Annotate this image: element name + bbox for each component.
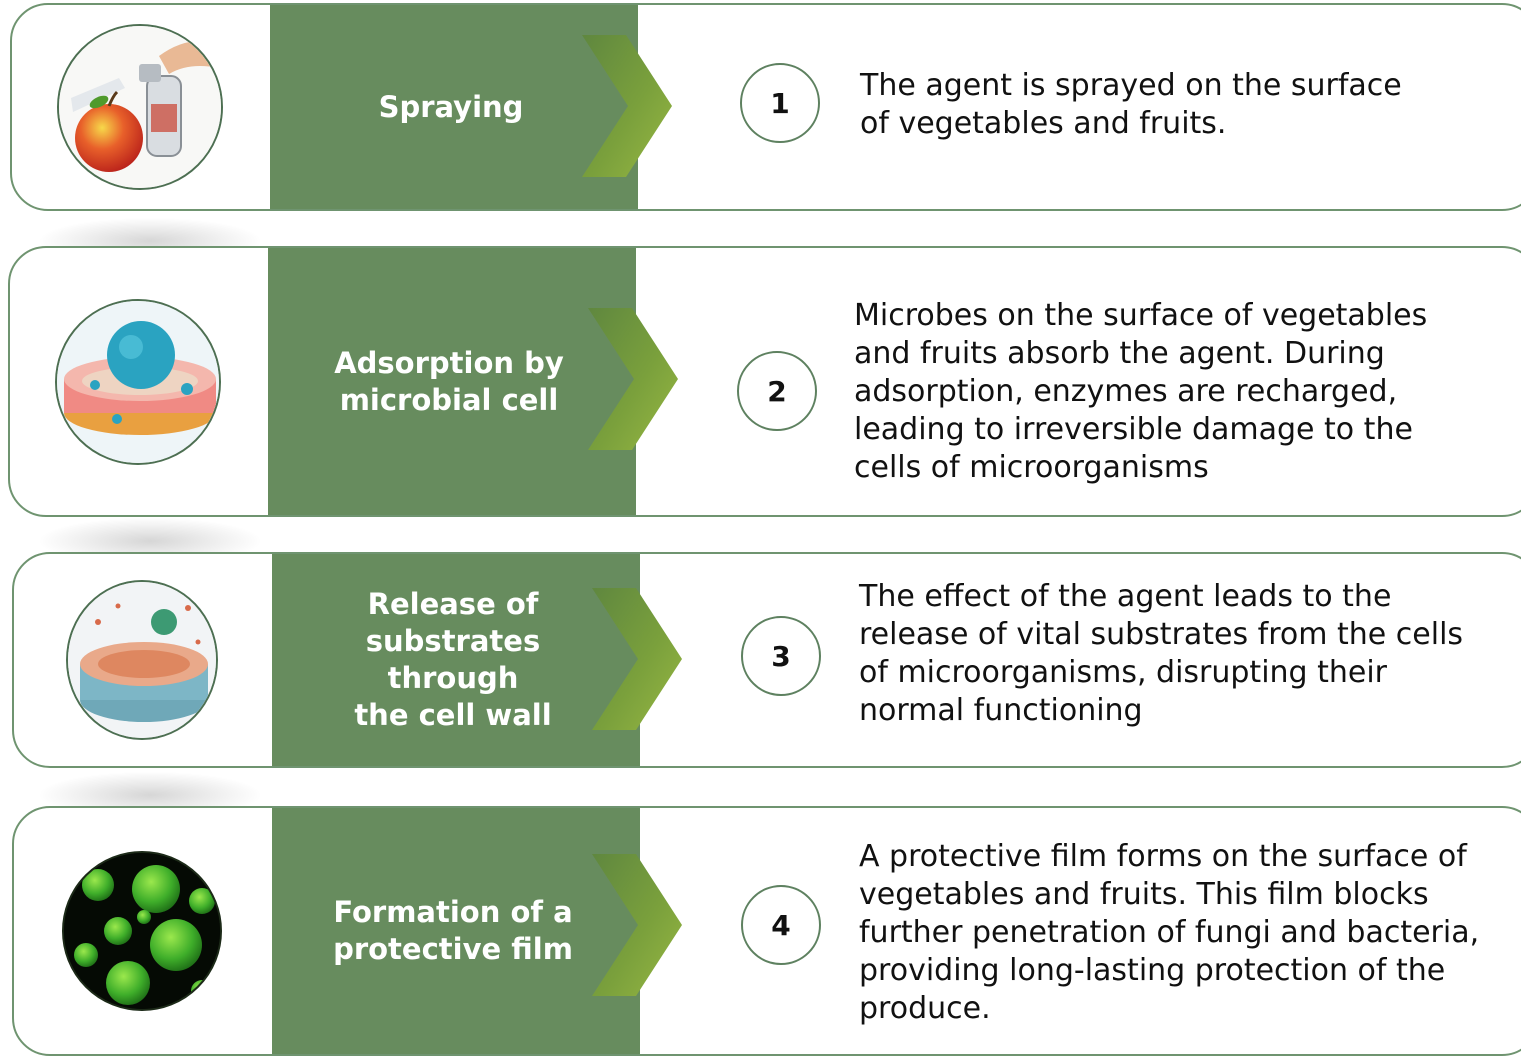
step-2-title: Adsorption by microbial cell (334, 345, 564, 417)
cell-wall-release-icon (66, 580, 218, 740)
chevron-arrow-icon (588, 308, 678, 450)
step-3-title: Release of substrates through the cell w… (354, 587, 552, 732)
step-1-title-band: Spraying (270, 5, 638, 209)
step-2-icon-area (10, 248, 266, 515)
chevron-arrow-icon (582, 35, 672, 177)
spray-apple-icon (57, 24, 223, 190)
step-4-card: Formation of a protective film 4 A prote… (12, 806, 1521, 1056)
step-3-description: The effect of the agent leads to the rel… (859, 579, 1464, 728)
step-4-description: A protective film forms on the surface o… (859, 839, 1480, 1026)
step-4-title: Formation of a protective film (333, 895, 573, 966)
chevron-arrow-icon (592, 588, 682, 730)
step-1-card: Spraying 1 The agent is sprayed on the s… (10, 3, 1521, 211)
step-2-card: Adsorption by microbial cell 2 Microbes … (8, 246, 1521, 517)
step-4-icon-area (14, 808, 270, 1054)
step-3-icon-area (14, 554, 270, 766)
step-2-title-band: Adsorption by microbial cell (268, 248, 636, 515)
step-3-title-band: Release of substrates through the cell w… (272, 554, 640, 766)
step-2-number: 2 (737, 351, 817, 431)
step-1-description: The agent is sprayed on the surface of v… (860, 68, 1402, 141)
step-3-card: Release of substrates through the cell w… (12, 552, 1521, 768)
step-3-number: 3 (741, 616, 821, 696)
step-4-title-band: Formation of a protective film (272, 808, 640, 1054)
chevron-arrow-icon (592, 854, 682, 996)
step-1-number: 1 (740, 63, 820, 143)
step-1-title: Spraying (378, 89, 524, 124)
protective-film-icon (62, 851, 222, 1011)
microbial-cell-icon (55, 298, 221, 465)
step-4-number: 4 (741, 885, 821, 965)
step-1-icon-area (12, 5, 268, 209)
step-2-description: Microbes on the surface of vegetables an… (854, 298, 1428, 485)
